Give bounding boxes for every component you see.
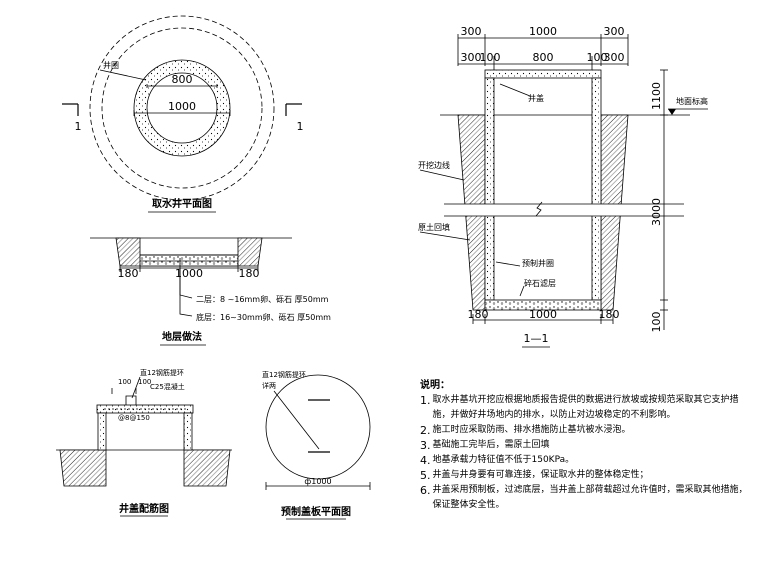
cover-dim-100b: 100 — [138, 378, 151, 386]
cover-rebar-spec: @8@150 — [118, 414, 150, 422]
note-item: 1.取水井基坑开挖应根据地质报告提供的数据进行放坡或按规范采取其它支护措施，并做… — [420, 393, 755, 423]
slab-dia: ф1000 — [304, 477, 331, 486]
plan-section-mark-left: 1 — [75, 120, 82, 133]
cover-rebar-detail: 100 100 直12钢筋提环 C25混凝土 @8@150 井盖配筋图 — [56, 368, 232, 517]
note-item: 6.井盖采用预制板，过滤底层，当井盖上部荷载超过允许值时，需采取其他措施，保证整… — [420, 483, 755, 513]
sec-ground-label: 地面标高 — [676, 96, 708, 106]
sec-dim-3000: 3000 — [650, 198, 663, 226]
slab-note-1: 直12钢筋提环 — [262, 370, 306, 379]
sec-excav-label: 开挖边线 — [418, 160, 450, 170]
cover-dim-100a: 100 — [118, 378, 131, 386]
note-num: 2. — [420, 424, 431, 437]
plan-dim-outer: 1000 — [168, 100, 196, 113]
note-num: 1. — [420, 394, 431, 407]
sec-dim-800: 800 — [533, 51, 554, 64]
note-num: 4. — [420, 454, 431, 467]
slab-title: 预制盖板平面图 — [281, 505, 351, 518]
sec-dim-300-left: 300 — [461, 25, 482, 38]
sec-dim-100-v: 100 — [650, 312, 663, 333]
sec-cover-label: 井盖 — [528, 93, 544, 103]
section-1-1: 300 1000 300 300 100 800 100 300 1100 30… — [418, 25, 708, 348]
note-item: 4.地基承载力特征值不低于150KPa。 — [420, 453, 755, 468]
slab-plan: 直12钢筋提环 详两 ф1000 预制盖板平面图 — [262, 370, 371, 520]
note-num: 5. — [420, 469, 431, 482]
layer-dim-mid: 1000 — [175, 267, 203, 280]
plan-title: 取水井平面图 — [152, 197, 212, 210]
layers-title: 地层做法 — [162, 330, 202, 343]
note-item: 3.基础施工完毕后，需原土回填 — [420, 438, 755, 453]
cover-concrete: C25混凝土 — [150, 382, 185, 391]
cover-rebar-top: 直12钢筋提环 — [140, 368, 184, 377]
sec-dim-180-right: 180 — [599, 308, 620, 321]
plan-dim-inner: 800 — [172, 73, 193, 86]
note-num: 3. — [420, 439, 431, 452]
note-text: 井盖与井身要有可靠连接，保证取水井的整体稳定性； — [432, 470, 649, 480]
sec-dim-100-r: 100 — [587, 51, 608, 64]
layer-detail: 180 1000 180 二层：8 ~16mm卵、砾石 厚50mm 底层：16~… — [90, 237, 331, 346]
sec-dim-180-left: 180 — [468, 308, 489, 321]
note-num: 6. — [420, 484, 431, 497]
layer-two-note: 二层：8 ~16mm卵、砾石 厚50mm — [196, 294, 329, 304]
sec-dim-1000-top: 1000 — [529, 25, 557, 38]
section-title: 1—1 — [524, 332, 549, 345]
layer-dim-left: 180 — [118, 267, 139, 280]
note-text: 基础施工完毕后，需原土回填 — [432, 440, 550, 450]
note-item: 5.井盖与井身要有可靠连接，保证取水井的整体稳定性； — [420, 468, 755, 483]
layer-dim-right: 180 — [239, 267, 260, 280]
sec-gravel-label: 碎石滤层 — [524, 278, 556, 288]
plan-section-mark-right: 1 — [297, 120, 304, 133]
plan-view: 800 1000 井圈 1 1 取水井平面图 — [62, 15, 304, 213]
sec-ring-label: 预制井圈 — [522, 258, 554, 268]
note-item: 2.施工时应采取防雨、排水措施防止基坑被水浸泡。 — [420, 423, 755, 438]
sec-dim-1100: 1100 — [650, 82, 663, 110]
plan-ring-label: 井圈 — [103, 60, 119, 70]
note-text: 井盖采用预制板，过滤底层，当井盖上部荷载超过允许值时，需采取其他措施，保证整体安… — [432, 485, 748, 510]
sec-dim-300-r2: 300 — [604, 51, 625, 64]
notes-title: 说明： — [420, 380, 450, 391]
note-text: 施工时应采取防雨、排水措施防止基坑被水浸泡。 — [432, 425, 631, 435]
slab-note-2: 详两 — [262, 381, 276, 390]
sec-backfill-label: 原土回填 — [418, 222, 450, 232]
design-notes: 说明： 1.取水井基坑开挖应根据地质报告提供的数据进行放坡或按规范采取其它支护措… — [420, 378, 755, 513]
sec-dim-300-l2: 300 — [461, 51, 482, 64]
sec-dim-300-right: 300 — [604, 25, 625, 38]
sec-dim-1000-bottom: 1000 — [529, 308, 557, 321]
layer-one-note: 底层：16~30mm卵、砾石 厚50mm — [196, 312, 331, 322]
sec-dim-100-l: 100 — [480, 51, 501, 64]
cover-title: 井盖配筋图 — [119, 502, 169, 515]
note-text: 地基承载力特征值不低于150KPa。 — [432, 455, 575, 465]
note-text: 取水井基坑开挖应根据地质报告提供的数据进行放坡或按规范采取其它支护措施，并做好井… — [432, 395, 739, 420]
